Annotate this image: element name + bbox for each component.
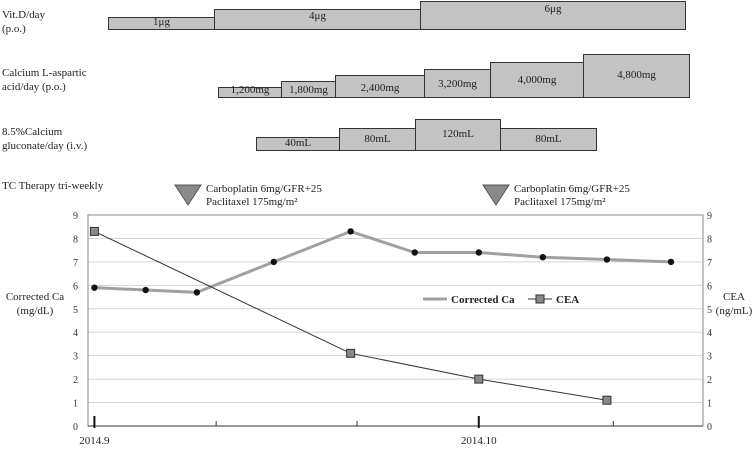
aspartic-bar-4: 3,200mg bbox=[424, 69, 491, 98]
aspartic-bar-4-label: 3,200mg bbox=[438, 78, 477, 90]
gluconate-bar-1-label: 40mL bbox=[284, 137, 312, 149]
x-tick-label: 2014.9 bbox=[79, 435, 110, 447]
series-line-1 bbox=[94, 230, 607, 401]
therapy-label: TC Therapy tri-weekly bbox=[2, 180, 104, 192]
corrected-ca-point bbox=[193, 289, 201, 296]
cea-point bbox=[602, 395, 612, 405]
row-label-calcium-gluconate: 8.5%Calcium gluconate/day (i.v.) bbox=[2, 126, 88, 152]
aspartic-bar-3-label: 2,400mg bbox=[360, 82, 400, 94]
right-tick-label: 3 bbox=[707, 352, 712, 363]
left-tick-label: 1 bbox=[73, 399, 78, 410]
corrected-ca-point bbox=[411, 249, 418, 256]
vitd-bar-1-label: 1μg bbox=[153, 16, 170, 28]
down-triangle-icon bbox=[482, 184, 510, 206]
aspartic-bar-5-label: 4,000mg bbox=[517, 74, 557, 86]
legend-cea-label: CEA bbox=[556, 294, 579, 306]
cea-point bbox=[474, 374, 484, 384]
therapy-event-2-line1: Carboplatin 6mg/GFR+25 bbox=[514, 183, 630, 195]
aspartic-bar-3: 2,400mg bbox=[335, 75, 425, 98]
series-lines bbox=[94, 229, 672, 401]
left-tick-label: 5 bbox=[73, 305, 78, 316]
left-tick-label: 6 bbox=[73, 281, 78, 292]
x-axis: 2014.9 2014.10 bbox=[79, 416, 703, 447]
gluconate-bar-4: 80mL bbox=[500, 128, 597, 151]
row-label-vitd: Vit.D/day (p.o.) bbox=[2, 9, 46, 35]
right-axis-title: CEA (ng/mL) bbox=[715, 291, 753, 317]
left-tick-label: 3 bbox=[73, 352, 78, 363]
corrected-ca-point bbox=[270, 258, 277, 266]
corrected-ca-point bbox=[539, 254, 547, 261]
therapy-event-1-line1: Carboplatin 6mg/GFR+25 bbox=[206, 183, 322, 195]
left-tick-label: 8 bbox=[73, 234, 78, 245]
aspartic-bar-6-label: 4,800mg bbox=[617, 69, 656, 81]
chart-grid bbox=[88, 237, 703, 404]
corrected-ca-point bbox=[667, 258, 675, 266]
left-tick-label: 4 bbox=[73, 328, 78, 339]
left-tick-label: 9 bbox=[73, 211, 78, 222]
series-line-0 bbox=[94, 229, 672, 294]
cea-point bbox=[346, 348, 356, 358]
right-tick-label: 0 bbox=[707, 422, 712, 433]
gluconate-bar-3-label: 120mL bbox=[442, 128, 474, 140]
therapy-marker-1 bbox=[174, 184, 202, 206]
corrected-ca-point bbox=[142, 286, 149, 294]
vitd-bar-1: 1μg bbox=[108, 16, 215, 30]
down-triangle-icon bbox=[174, 184, 202, 206]
right-tick-label: 4 bbox=[707, 328, 712, 339]
x-tick-label: 2014.10 bbox=[461, 435, 497, 447]
right-tick-label: 9 bbox=[707, 211, 712, 222]
cea-point bbox=[89, 226, 99, 236]
series-markers bbox=[89, 226, 675, 405]
gluconate-bar-1: 40mL bbox=[256, 137, 340, 151]
left-tick-label: 7 bbox=[73, 258, 78, 269]
right-tick-labels: 0 1 2 3 4 5 6 7 8 9 bbox=[707, 211, 712, 433]
aspartic-bar-1: 1,200mg bbox=[218, 84, 282, 98]
right-tick-label: 1 bbox=[707, 399, 712, 410]
corrected-ca-point bbox=[475, 249, 482, 256]
corrected-ca-point bbox=[91, 284, 98, 291]
left-tick-label: 0 bbox=[73, 422, 78, 433]
corrected-ca-point bbox=[347, 228, 354, 235]
left-tick-label: 2 bbox=[73, 375, 78, 386]
vitd-bar-3: 6μg bbox=[420, 1, 686, 30]
gluconate-bar-3: 120mL bbox=[415, 119, 501, 151]
vitd-bar-3-label: 6μg bbox=[544, 3, 562, 15]
right-tick-label: 8 bbox=[707, 234, 712, 245]
aspartic-bar-2: 1,800mg bbox=[281, 81, 336, 98]
legend: Corrected Ca CEA bbox=[423, 294, 579, 306]
right-tick-label: 7 bbox=[707, 258, 712, 269]
therapy-event-1-line2: Paclitaxel 175mg/m² bbox=[206, 196, 298, 208]
aspartic-bar-5: 4,000mg bbox=[490, 62, 584, 98]
aspartic-bar-1-label: 1,200mg bbox=[230, 84, 270, 96]
lab-values-chart: 0 1 2 3 4 5 6 7 8 9 0 1 2 3 4 5 6 7 8 9 2014.9 2014.10 Corr… bbox=[73, 211, 712, 447]
vitd-bar-2-label: 4μg bbox=[309, 10, 326, 22]
vitd-bar-2: 4μg bbox=[214, 9, 421, 30]
therapy-event-2-line2: Paclitaxel 175mg/m² bbox=[514, 196, 606, 208]
right-tick-label: 6 bbox=[707, 281, 712, 292]
gluconate-bar-2-label: 80mL bbox=[364, 133, 391, 145]
left-tick-labels: 0 1 2 3 4 5 6 7 8 9 bbox=[73, 211, 78, 433]
gluconate-bar-2: 80mL bbox=[339, 128, 416, 151]
legend-cea-marker bbox=[535, 294, 545, 304]
right-tick-label: 2 bbox=[707, 375, 712, 386]
corrected-ca-point bbox=[603, 256, 611, 263]
aspartic-bar-6: 4,800mg bbox=[583, 54, 690, 98]
left-axis-title: Corrected Ca (mg/dL) bbox=[5, 291, 65, 317]
gluconate-bar-4-label: 80mL bbox=[535, 133, 562, 145]
legend-ca-label: Corrected Ca bbox=[451, 294, 515, 306]
row-label-calcium-aspartic: Calcium L-aspartic acid/day (p.o.) bbox=[2, 67, 87, 93]
therapy-marker-2 bbox=[482, 184, 510, 206]
right-tick-label: 5 bbox=[707, 305, 712, 316]
aspartic-bar-2-label: 1,800mg bbox=[289, 84, 328, 96]
